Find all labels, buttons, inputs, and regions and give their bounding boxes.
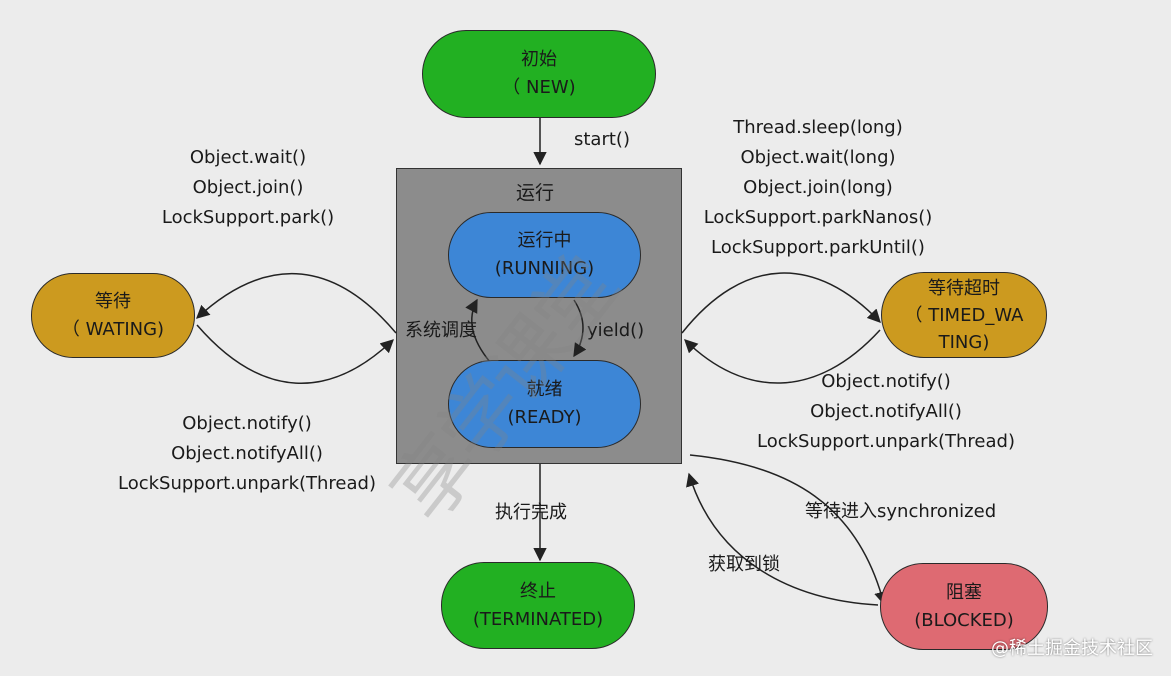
state-new-name: 初始: [521, 49, 557, 70]
state-running-code: (RUNNING): [494, 258, 595, 279]
label-from-waiting: Object.notify() Object.notifyAll() LockS…: [101, 409, 393, 499]
label-to-timed-waiting-4: LockSupport.parkNanos(): [703, 207, 933, 228]
edge-scheduling: [465, 298, 491, 363]
label-from-timed-waiting: Object.notify() Object.notifyAll() LockS…: [740, 367, 1032, 457]
edge-from-waiting: [196, 324, 394, 384]
state-blocked-name: 阻塞: [946, 581, 982, 603]
label-from-waiting-2: Object.notifyAll(): [171, 443, 323, 464]
label-from-waiting-1: Object.notify(): [182, 413, 312, 434]
state-waiting: 等待 （ WATING): [31, 273, 195, 358]
state-running: 运行中 (RUNNING): [448, 212, 641, 298]
label-yield: yield(): [587, 320, 645, 341]
label-to-waiting-2: Object.join(): [192, 177, 304, 198]
state-timed-waiting: 等待超时 （ TIMED_WA TING): [881, 272, 1047, 358]
label-to-timed-waiting-3: Object.join(long): [743, 177, 893, 198]
label-to-waiting-1: Object.wait(): [189, 147, 307, 168]
state-timed-waiting-code-2: TING): [938, 331, 990, 353]
label-finish: 执行完成: [495, 502, 567, 523]
label-to-waiting-3: LockSupport.park(): [161, 207, 335, 228]
label-from-waiting-3: LockSupport.unpark(Thread): [117, 473, 376, 494]
label-from-timed-waiting-1: Object.notify(): [821, 371, 951, 392]
label-to-waiting: Object.wait() Object.join() LockSupport.…: [150, 143, 346, 233]
state-running-name: 运行中: [517, 230, 572, 251]
edge-yield: [573, 299, 587, 358]
edge-to-waiting: [196, 272, 397, 334]
edge-from-blocked: [686, 472, 879, 606]
label-scheduling: 系统调度: [405, 320, 477, 341]
edge-from-timed-waiting: [684, 329, 881, 384]
label-to-timed-waiting: Thread.sleep(long) Object.wait(long) Obj…: [687, 113, 949, 263]
label-from-timed-waiting-3: LockSupport.unpark(Thread): [756, 431, 1015, 452]
credit-mark: @稀土掘金技术社区: [991, 638, 1153, 659]
state-new: 初始 （ NEW): [422, 30, 656, 118]
running-group-title: 运行: [516, 182, 555, 204]
label-from-blocked: 获取到锁: [708, 554, 780, 575]
state-terminated-code: (TERMINATED): [472, 608, 604, 630]
state-timed-waiting-name: 等待超时: [928, 277, 1000, 299]
label-start: start(): [574, 129, 630, 150]
label-to-timed-waiting-1: Thread.sleep(long): [733, 117, 903, 138]
state-timed-waiting-code-1: （ TIMED_WA: [904, 304, 1024, 326]
label-to-timed-waiting-5: LockSupport.parkUntil(): [711, 237, 925, 258]
state-blocked: 阻塞 (BLOCKED): [880, 563, 1048, 650]
state-ready-code: (READY): [507, 407, 582, 428]
state-waiting-code: （ WATING): [61, 318, 165, 340]
edge-to-blocked: [689, 454, 888, 606]
state-blocked-code: (BLOCKED): [914, 609, 1014, 631]
state-waiting-name: 等待: [95, 290, 131, 312]
label-to-blocked: 等待进入synchronized: [805, 501, 997, 522]
state-terminated-name: 终止: [520, 580, 556, 602]
state-ready-name: 就绪: [526, 379, 563, 400]
state-new-code: （ NEW): [502, 77, 576, 98]
edge-to-timed-waiting: [681, 272, 881, 334]
label-from-timed-waiting-2: Object.notifyAll(): [810, 401, 962, 422]
state-ready: 就绪 (READY): [448, 360, 641, 448]
label-to-timed-waiting-2: Object.wait(long): [740, 147, 896, 168]
state-terminated: 终止 (TERMINATED): [441, 562, 635, 649]
